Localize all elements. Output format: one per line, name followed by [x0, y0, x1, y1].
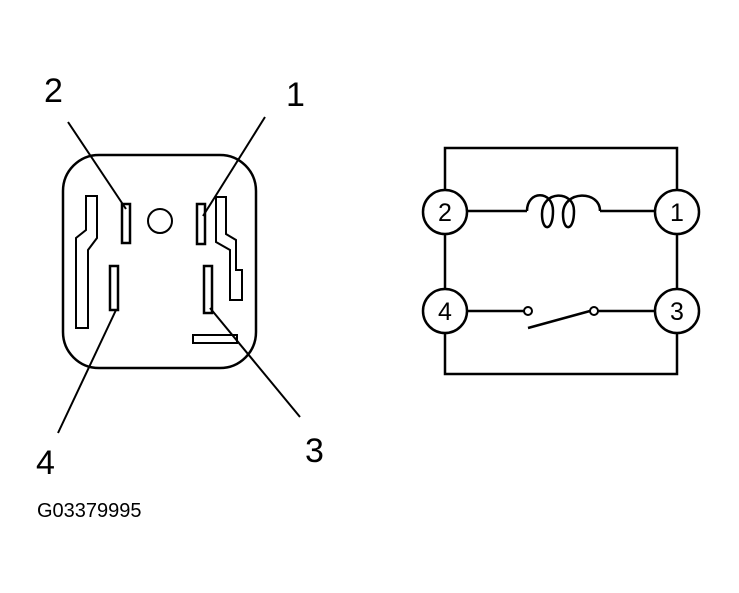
pin-label-1: 1 — [286, 76, 305, 114]
housing-inner-wall-left — [75, 195, 98, 329]
wire-bottom-frame — [443, 333, 679, 376]
switch-contact-left — [523, 306, 533, 316]
switch-blade — [527, 309, 591, 330]
wire-top-frame — [443, 146, 679, 190]
relay-connector-view: 2 1 4 3 — [36, 72, 324, 482]
terminal-blade-extra — [192, 334, 238, 344]
leader-line-3 — [209, 307, 301, 418]
terminal-label-2: 2 — [438, 199, 452, 227]
terminal-node-1 — [653, 188, 701, 236]
pin-label-3: 3 — [305, 432, 324, 470]
terminal-label-1: 1 — [670, 199, 684, 227]
relay-housing-outline — [61, 153, 258, 370]
terminal-label-4: 4 — [438, 298, 452, 326]
center-locating-hole — [147, 208, 173, 234]
terminal-blade-3 — [202, 264, 214, 315]
leader-line-4 — [57, 309, 117, 434]
pin-label-2: 2 — [44, 72, 63, 110]
terminal-node-2 — [421, 188, 469, 236]
terminal-node-3 — [653, 287, 701, 335]
leader-line-1 — [202, 116, 266, 217]
relay-schematic: 2 1 4 3 — [421, 146, 701, 376]
terminal-blade-4 — [108, 264, 120, 312]
terminal-node-4 — [421, 287, 469, 335]
relay-coil-symbol — [525, 194, 602, 229]
terminal-blade-1 — [195, 202, 207, 246]
figure-id: G03379995 — [37, 500, 142, 522]
leader-line-2 — [67, 121, 127, 210]
switch-contact-right — [589, 306, 599, 316]
terminal-blade-2 — [120, 202, 132, 245]
housing-inner-wall-right — [215, 196, 243, 301]
terminal-label-3: 3 — [670, 298, 684, 326]
pin-label-4: 4 — [36, 444, 55, 482]
